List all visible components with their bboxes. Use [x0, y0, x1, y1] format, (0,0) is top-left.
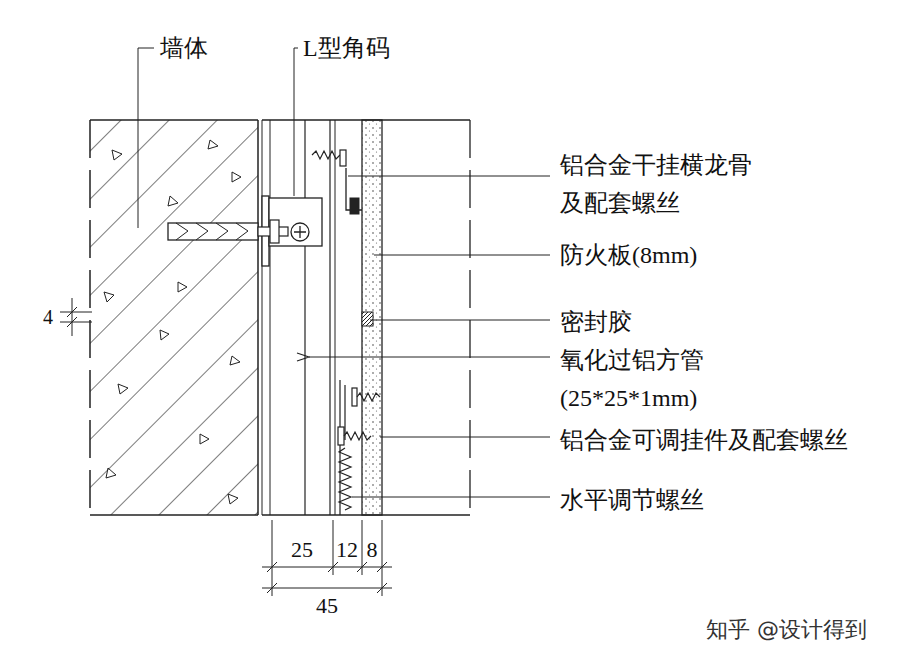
- keel-and-screw: [350, 198, 359, 214]
- part-label: 铝合金可调挂件及配套螺丝: [560, 425, 848, 455]
- l-bracket-and-anchor: [291, 223, 309, 241]
- wall: [270, 120, 271, 515]
- aggregate-marks: [112, 150, 122, 160]
- label-holder: 知乎 @设计得到: [706, 616, 867, 644]
- hanger-and-screws: [357, 393, 380, 401]
- label-holder: 水平调节螺丝: [560, 485, 704, 515]
- label-holder: 12: [336, 536, 358, 564]
- part-label: 水平调节螺丝: [560, 485, 704, 515]
- l-bracket-and-anchor: [294, 226, 306, 238]
- aggregate-marks: [104, 140, 241, 504]
- dimension-lines: [272, 520, 382, 596]
- wall: [89, 120, 91, 515]
- dimension-lines: [267, 562, 387, 572]
- dimension-value: 4: [43, 305, 53, 330]
- label-holder: 防火板(8mm): [560, 240, 697, 270]
- aggregate-marks: [228, 494, 238, 504]
- label-holder: 8: [367, 536, 378, 564]
- aggregate-marks: [230, 356, 240, 365]
- leader-lines: [138, 48, 154, 228]
- aggregate-marks: [232, 172, 241, 182]
- aggregate-marks: [160, 330, 169, 340]
- label-holder: 铝合金可调挂件及配套螺丝: [560, 425, 848, 455]
- keel-and-screw: [312, 151, 340, 159]
- leader-lines: [352, 497, 550, 498]
- aggregate-marks: [208, 140, 218, 149]
- l-bracket-and-anchor: [176, 223, 248, 240]
- leader-lines: [370, 320, 550, 321]
- hanger-and-screws: [352, 388, 357, 406]
- l-bracket-and-anchor: [168, 196, 322, 266]
- part-label: 防火板(8mm): [560, 240, 697, 270]
- hanger-and-screws: [339, 448, 351, 510]
- aggregate-marks: [200, 434, 209, 444]
- aggregate-marks: [106, 468, 116, 478]
- cladding-layers: [329, 120, 330, 515]
- dimension-value: 8: [367, 536, 378, 564]
- dimension-value: 12: [336, 536, 358, 564]
- leader-lines: [380, 437, 550, 438]
- label-holder: 墙体: [160, 33, 208, 63]
- leader-lines: [294, 48, 298, 196]
- l-bracket-and-anchor: [269, 198, 322, 246]
- wall: [90, 119, 258, 121]
- part-label: 氧化过铝方管 (25*25*1mm): [560, 341, 730, 417]
- wall: [90, 120, 258, 515]
- label-holder: L型角码: [303, 33, 390, 63]
- part-label: 铝合金干挂横龙骨 及配套螺丝: [560, 146, 774, 222]
- part-label: 密封胶: [560, 307, 632, 337]
- cladding-layers: [362, 120, 382, 515]
- cladding-layers: [262, 120, 470, 515]
- dimension-lines: [67, 307, 77, 327]
- aggregate-marks: [168, 196, 178, 206]
- dimension-lines: [262, 567, 392, 588]
- leader-lines: [348, 176, 550, 177]
- label-holder: 密封胶: [560, 307, 632, 337]
- keel-and-screw: [340, 150, 346, 166]
- leader-lines: [374, 255, 550, 256]
- wall: [90, 120, 270, 515]
- wall: [90, 514, 258, 516]
- l-bracket-and-anchor: [270, 220, 279, 243]
- wall: [262, 120, 263, 515]
- label-holder: 45: [316, 592, 338, 620]
- wall: [257, 120, 259, 515]
- cladding-layers: [304, 120, 305, 515]
- dimension-lines: [60, 298, 392, 596]
- label-holder: 氧化过铝方管 (25*25*1mm): [560, 341, 730, 417]
- label-holder: 25: [291, 536, 313, 564]
- dimension-value: 45: [316, 592, 338, 620]
- hanger-and-screws: [338, 427, 344, 445]
- leader-lines: [138, 48, 550, 497]
- leader-lines: [309, 357, 550, 358]
- dimension-lines: [267, 583, 387, 593]
- cladding-layers: [469, 120, 470, 515]
- l-bracket-and-anchor: [168, 223, 258, 240]
- aggregate-marks: [178, 282, 187, 292]
- part-label: 墙体: [160, 33, 208, 63]
- aggregate-marks: [118, 384, 128, 394]
- hanger-and-screws: [338, 380, 380, 515]
- part-label: L型角码: [303, 33, 390, 63]
- keel-and-screw: [312, 150, 362, 214]
- dimension-lines: [60, 298, 92, 336]
- hanger-and-screws: [344, 432, 371, 440]
- cladding-layers: [335, 120, 336, 515]
- aggregate-marks: [104, 292, 114, 302]
- watermark: 知乎 @设计得到: [706, 616, 867, 644]
- label-holder: 铝合金干挂横龙骨 及配套螺丝: [560, 146, 774, 222]
- label-holder: 4: [43, 305, 53, 330]
- cladding-layers: [362, 312, 373, 326]
- dimension-value: 25: [291, 536, 313, 564]
